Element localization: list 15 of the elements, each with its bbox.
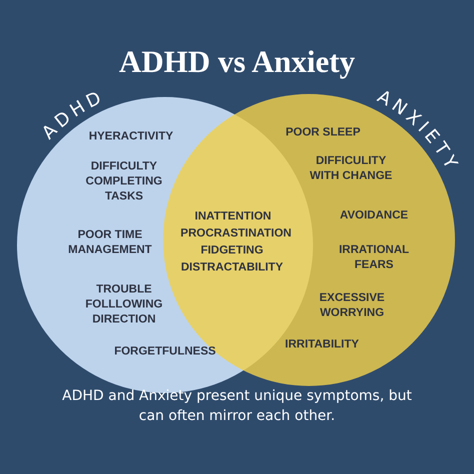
symptom-label: INATTENTION <box>194 210 272 224</box>
symptom-label: FORGETFULNESS <box>114 344 216 360</box>
symptom-label: POOR SLEEP <box>286 126 360 140</box>
caption: ADHD and Anxiety present unique symptoms, but can often mirror each other. <box>61 387 413 426</box>
title: ADHD vs Anxiety <box>118 44 356 80</box>
symptom-label: IRRITABILITY <box>285 338 359 352</box>
symptom-label: TROUBLE FOLLLOWING DIRECTION <box>84 282 164 328</box>
symptom-label: FIDGETING <box>200 244 264 258</box>
symptom-label: EXCESSIVE WORRYING <box>318 291 386 321</box>
symptom-label: PROCRASTINATION <box>180 226 292 242</box>
symptom-label: DISTRACTABILITY <box>181 260 283 276</box>
symptom-label: POOR TIME MANAGEMENT <box>67 228 153 258</box>
symptom-label: IRRATIONAL FEARS <box>338 243 410 273</box>
symptom-label: DIFFICULTY COMPLETING TASKS <box>84 160 164 204</box>
symptom-label: AVOIDANCE <box>340 208 408 224</box>
